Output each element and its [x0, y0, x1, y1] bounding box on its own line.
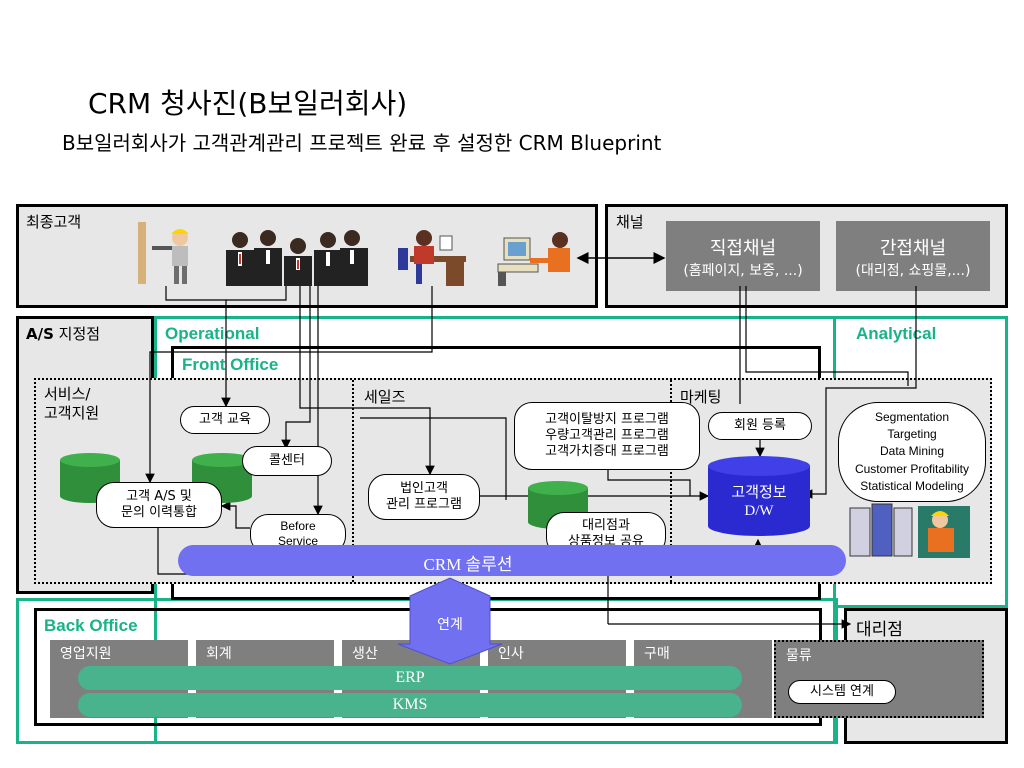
programs-line1: 고객이탈방지 프로그램 [545, 411, 669, 427]
programs-line3: 고객가치증대 프로그램 [545, 444, 669, 460]
end-customers-label: 최종고객 [26, 213, 82, 231]
as-center-label-bold: A/S [26, 325, 54, 343]
analytics-bubble[interactable]: Segmentation Targeting Data Mining Custo… [838, 402, 986, 502]
link-arrow-shape [397, 577, 503, 665]
analytics-item-data-mining: Data Mining [879, 444, 945, 459]
customer-dw-label: 고객정보 D/W [708, 484, 810, 520]
marketing-label: 마케팅 [680, 388, 722, 406]
page-title: CRM 청사진(B보일러회사) [88, 87, 408, 120]
computer-user-icon [497, 232, 570, 286]
crm-solution-bar[interactable] [178, 545, 846, 576]
business-people-icon [226, 230, 368, 286]
sales-label: 세일즈 [364, 388, 406, 406]
member-registration-pill[interactable]: 회원 등록 [708, 412, 812, 440]
corporate-line1: 법인고객 [400, 480, 448, 496]
analyst-icon [918, 506, 970, 558]
dw-line2: D/W [744, 503, 774, 519]
service-label-line2: 고객지원 [44, 403, 100, 422]
corporate-line2: 관리 프로그램 [386, 497, 462, 512]
direct-channel-box[interactable]: 직접채널 (홈페이지, 보증, ...) [666, 221, 820, 291]
service-label: 서비스/ 고객지원 [44, 385, 99, 423]
customer-dw-icon [708, 456, 810, 536]
call-center-pill[interactable]: 콜센터 [242, 446, 332, 476]
indirect-channel-title: 간접채널 [879, 238, 947, 259]
customer-programs-pill[interactable]: 고객이탈방지 프로그램 우량고객관리 프로그램 고객가치증대 프로그램 [514, 402, 700, 470]
channel-label: 채널 [616, 213, 644, 231]
link-label: 연계 [437, 617, 463, 633]
dealer-line1: 대리점과 [582, 517, 630, 533]
kms-bar[interactable]: KMS [78, 693, 742, 717]
end-customers-panel [16, 204, 598, 308]
customer-education-pill[interactable]: 고객 교육 [180, 406, 270, 434]
analytics-item-targeting: Targeting [887, 426, 937, 441]
programs-line2: 우량고객관리 프로그램 [545, 427, 669, 443]
analytics-item-customer-profitability: Customer Profitability [854, 461, 970, 476]
worker-drill-icon [138, 222, 189, 284]
crm-solution-label: CRM 솔루션 [423, 555, 513, 574]
as-inquiry-integration-pill[interactable]: 고객 A/S 및 문의 이력통합 [96, 482, 222, 528]
as-integration-line1: 고객 A/S 및 [126, 488, 192, 504]
indirect-channel-box[interactable]: 간접채널 (대리점, 쇼핑몰,...) [836, 221, 990, 291]
back-office-label: Back Office [44, 616, 138, 635]
before-service-line1: Before [280, 519, 316, 533]
analytics-item-statistical-modeling: Statistical Modeling [860, 479, 964, 494]
operational-label: Operational [165, 324, 260, 343]
service-database-1-icon [60, 453, 120, 503]
direct-channel-detail: (홈페이지, 보증, ...) [683, 263, 803, 279]
corporate-customer-program-pill[interactable]: 법인고객 관리 프로그램 [368, 474, 480, 520]
as-integration-line2: 문의 이력통합 [121, 505, 197, 520]
marketing-divider [670, 380, 672, 582]
as-center-label: A/S 지정점 [26, 323, 100, 344]
page-subtitle: B보일러회사가 고객관계관리 프로젝트 완료 후 설정한 CRM Bluepri… [62, 131, 662, 155]
servers-icon [849, 503, 913, 557]
direct-channel-title: 직접채널 [709, 238, 777, 259]
indirect-channel-detail: (대리점, 쇼핑몰,...) [855, 263, 971, 279]
phone-operator-icon [398, 230, 466, 286]
analytical-frame [836, 316, 1008, 608]
logistics-label: 물류 [786, 648, 812, 664]
sales-divider [352, 380, 354, 582]
logistics-box[interactable] [774, 640, 984, 718]
before-service-line2: Service [277, 534, 318, 548]
erp-bar[interactable]: ERP [78, 666, 742, 690]
dealer-label: 대리점 [856, 620, 903, 640]
system-link-pill[interactable]: 시스템 연계 [788, 680, 896, 704]
analytics-item-segmentation: Segmentation [874, 409, 950, 424]
dw-line1: 고객정보 [731, 485, 787, 501]
service-label-line1: 서비스/ [44, 385, 91, 403]
as-center-label-rest: 지정점 [53, 325, 101, 343]
front-office-label: Front Office [182, 355, 279, 374]
